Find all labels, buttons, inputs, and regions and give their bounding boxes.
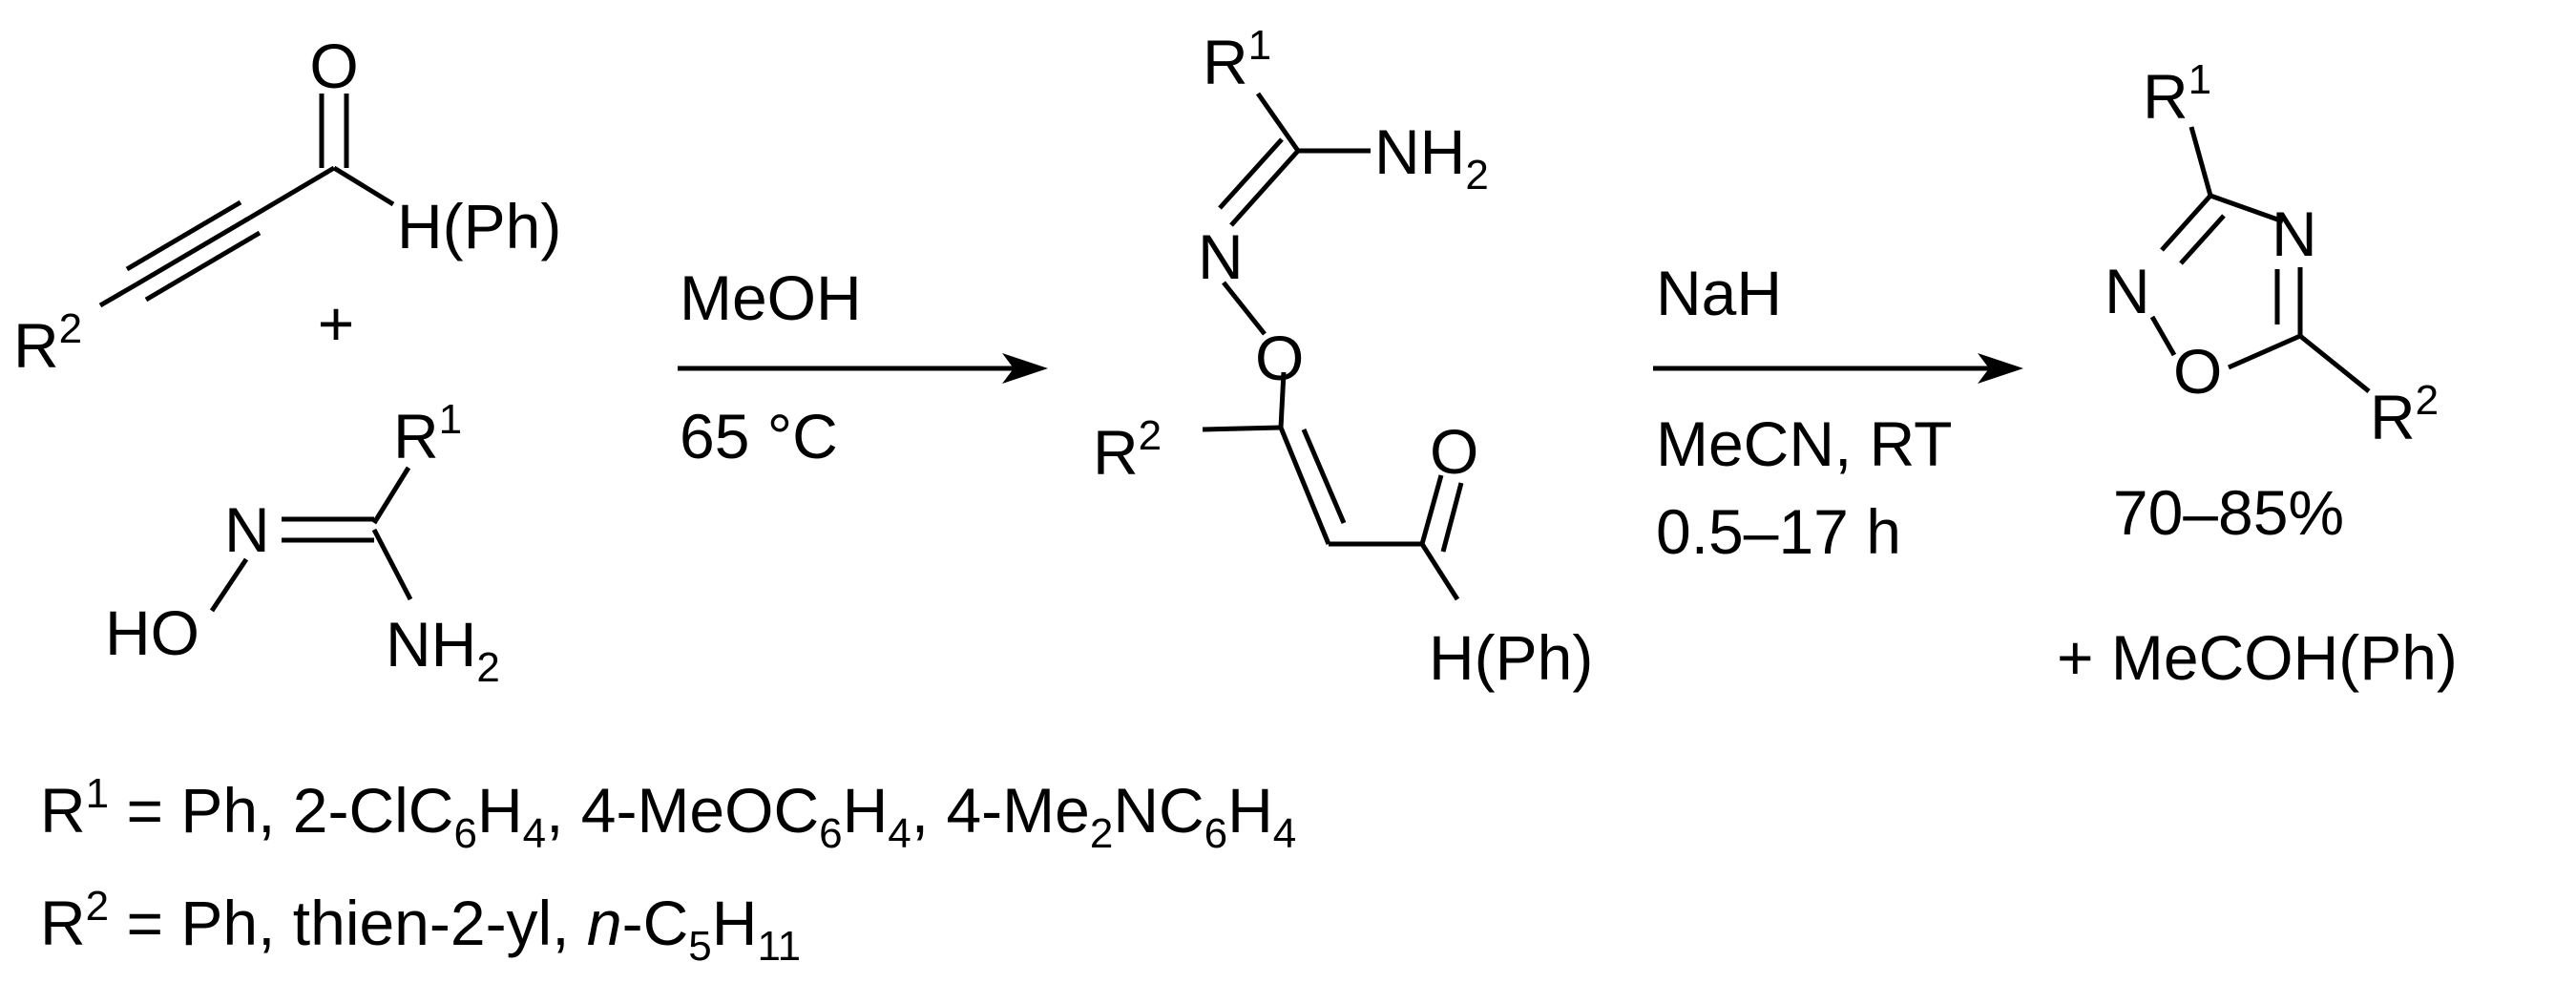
prod-c3-n2-double-bond-a bbox=[2160, 194, 2212, 252]
int-aldehyde-substituent: H(Ph) bbox=[1429, 622, 1593, 693]
ynone-aldehyde-substituent: H(Ph) bbox=[397, 191, 561, 261]
amidoxime-nitrogen: N bbox=[224, 494, 270, 565]
legend-r1-line: R1 = Ph, 2-ClC6H4, 4-MeOC6H4, 4-Me2NC6H4 bbox=[40, 770, 1296, 857]
int-carbonyl-bond-a bbox=[1419, 474, 1444, 545]
prod-c3-n2-double-bond-b bbox=[2179, 214, 2226, 265]
int-oxygen-carbonyl: O bbox=[1430, 416, 1478, 487]
reactant-amidoxime: R1 N HO NH2 bbox=[105, 396, 500, 691]
prod-c5-r2-bond bbox=[2298, 334, 2371, 393]
arrow-step2-head bbox=[1978, 353, 2023, 384]
prod-r2-label: R2 bbox=[2370, 377, 2439, 452]
plus-sign: + bbox=[318, 288, 355, 359]
int-carbonyl-bond-b bbox=[1440, 482, 1464, 553]
prod-ring-o1: O bbox=[2173, 336, 2222, 407]
prod-ring-n2: N bbox=[2105, 256, 2150, 326]
legend-r2-line: R2 = Ph, thien-2-yl, n-C5H11 bbox=[40, 883, 801, 970]
arrow-step1-head bbox=[1002, 353, 1048, 384]
prod-o1-c5-bond bbox=[2227, 333, 2302, 370]
ynone-c-h-bond bbox=[332, 165, 395, 207]
prod-r1-label: R1 bbox=[2143, 56, 2211, 132]
step2-time: 0.5–17 h bbox=[1656, 496, 1901, 567]
int-c-n-double-bond-b bbox=[1218, 137, 1284, 210]
product-oxadiazole: R1 N N O R2 70–85% + MeCOH(Ph) bbox=[2057, 56, 2458, 693]
int-n-o-bond bbox=[1222, 281, 1267, 336]
ynone-triple-bond-1 bbox=[135, 215, 252, 287]
step2-solvent: MeCN, RT bbox=[1656, 408, 1952, 479]
step2-reagent: NaH bbox=[1656, 258, 1782, 328]
int-c-h-bond bbox=[1419, 542, 1460, 601]
int-c-c-double-bond-a bbox=[1278, 427, 1331, 545]
amidoxime-hydroxyl: HO bbox=[105, 597, 199, 668]
step1-reagent: MeOH bbox=[680, 262, 862, 333]
amidoxime-c-r1-bond bbox=[371, 466, 411, 525]
step1-condition: 65 °C bbox=[680, 401, 838, 471]
int-nitrogen: N bbox=[1198, 221, 1244, 292]
intermediate: R1 NH2 N O R2 O H(Ph) bbox=[1093, 22, 1593, 693]
amidoxime-n-o-bond bbox=[209, 557, 249, 613]
int-c-r2-bond bbox=[1202, 425, 1282, 432]
ynone-c-c-bond bbox=[248, 165, 336, 220]
prod-n2-o1-bond bbox=[2149, 315, 2177, 357]
int-amine: NH2 bbox=[1374, 116, 1489, 199]
int-o-c-bond bbox=[1278, 371, 1287, 429]
int-c-n-double-bond-a bbox=[1229, 149, 1300, 227]
arrow-step1: MeOH 65 °C bbox=[678, 262, 1048, 471]
prod-c3-n4-bond bbox=[2209, 193, 2284, 224]
prod-c3-r1-bond bbox=[2189, 126, 2213, 197]
amidoxime-amine: NH2 bbox=[386, 609, 500, 691]
amidoxime-c-nh2-bond bbox=[371, 528, 413, 601]
byproduct-label: + MeCOH(Ph) bbox=[2057, 622, 2458, 693]
product-yield: 70–85% bbox=[2113, 477, 2344, 548]
int-c-c-double-bond-b bbox=[1301, 429, 1347, 524]
prod-ring-n4: N bbox=[2272, 199, 2317, 269]
int-oxygen-ether: O bbox=[1255, 323, 1304, 393]
ynone-r2-bond bbox=[98, 282, 138, 308]
ynone-triple-bond-3 bbox=[144, 230, 262, 303]
ynone-triple-bond-2 bbox=[125, 199, 242, 272]
amidoxime-r1-label: R1 bbox=[393, 396, 462, 471]
int-c-r1-bond bbox=[1255, 92, 1301, 153]
int-r2-label: R2 bbox=[1093, 412, 1162, 488]
ynone-r2-label: R2 bbox=[13, 305, 82, 381]
substituent-legend: R1 = Ph, 2-ClC6H4, 4-MeOC6H4, 4-Me2NC6H4… bbox=[40, 770, 1296, 970]
reactant-ynone: O H(Ph) R2 bbox=[13, 31, 561, 381]
arrow-step2: NaH MeCN, RT 0.5–17 h bbox=[1653, 258, 2023, 567]
int-r1-label: R1 bbox=[1203, 22, 1271, 97]
ynone-oxygen: O bbox=[309, 31, 358, 101]
